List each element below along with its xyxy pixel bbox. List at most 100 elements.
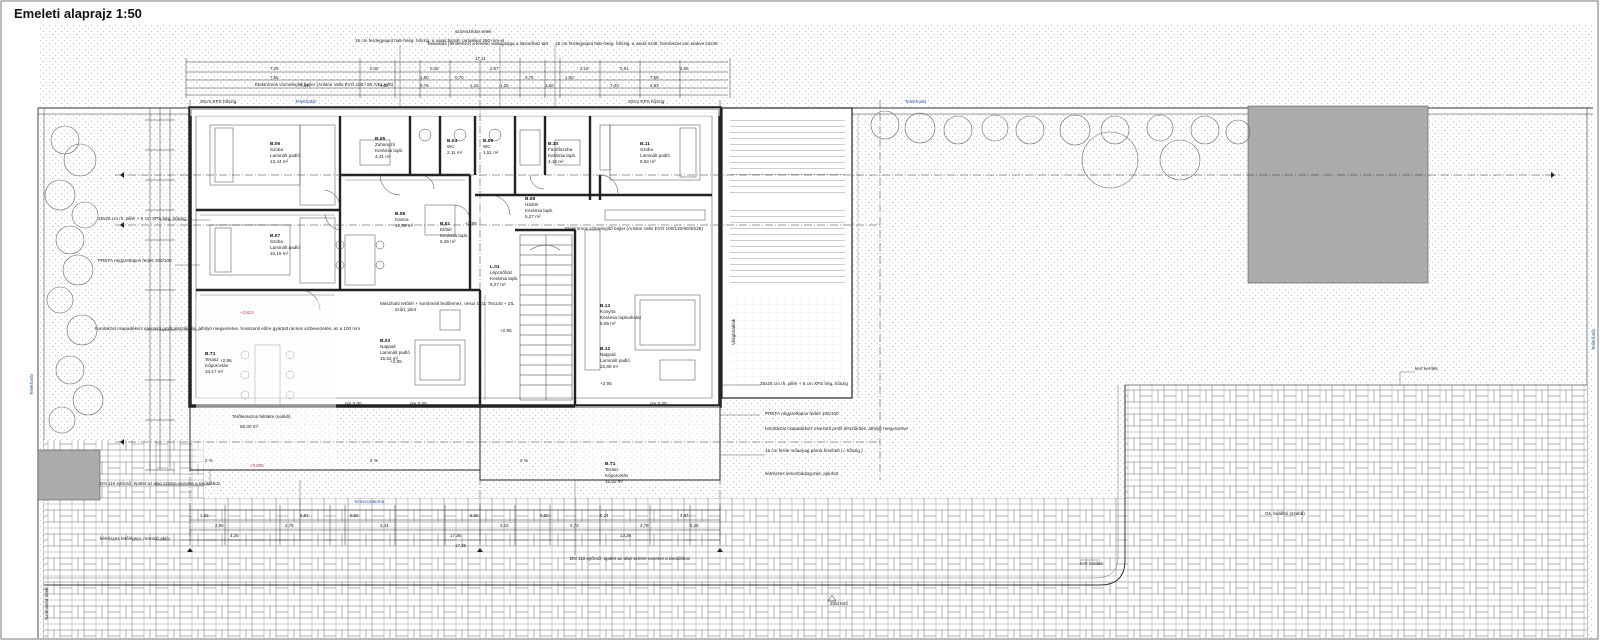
svg-text:Laminált padló: Laminált padló [270,153,300,158]
svg-text:5,24: 5,24 [600,513,609,518]
svg-text:Szoba: Szoba [270,239,283,244]
svg-text:Laminált padló: Laminált padló [640,153,670,158]
svg-text:Laminált padló: Laminált padló [270,245,300,250]
level-4: +2,95 [465,221,477,226]
svg-text:4,44: 4,44 [380,523,389,528]
svg-text:7,55: 7,55 [270,75,279,80]
svg-text:10,15 m²: 10,15 m² [270,251,289,256]
dimension-chains-bottom [189,505,721,545]
level-5: +2,95 [220,358,232,363]
svg-text:B.11: B.11 [640,141,650,147]
border-top-label: Telekhatár [295,99,317,104]
svg-text:4,87: 4,87 [680,513,689,518]
svg-text:B.03: B.03 [380,338,390,344]
svg-text:7,43: 7,43 [610,83,619,88]
svg-text:2,75: 2,75 [285,523,294,528]
paved-yard [44,384,1587,638]
svg-text:B.08: B.08 [525,196,535,202]
svg-text:4,80: 4,80 [380,83,389,88]
slope-1: 2 % [205,458,213,463]
svg-text:2,11 m²: 2,11 m² [447,150,463,155]
eps-top2: 20cm EPS hőszig. [628,99,666,104]
svg-text:Nappali: Nappali [600,352,616,357]
svg-text:0,61: 0,61 [620,66,629,71]
svg-text:4,73: 4,73 [570,523,579,528]
svg-text:Lépcsőház: Lépcsőház [490,270,513,275]
svg-text:0,75: 0,75 [525,75,534,80]
roof-terrace-label: Tetőteraszos felülete (valódi) [232,414,291,419]
leader-lines [155,45,1415,561]
svg-text:WC: WC [483,144,491,149]
svg-text:Terasz: Terasz [205,357,219,362]
note-bot3: DN 110 ejtőcső, épület az alsó szintre v… [570,556,691,561]
svg-text:1,60: 1,60 [545,83,554,88]
svg-text:13,26: 13,26 [620,533,632,538]
svg-text:B.13: B.13 [600,303,610,309]
dimension-chains-left [145,108,175,471]
neighbor-building [1247,105,1429,284]
note-right3: homlokzat csapadékvíz elvezető profil té… [765,426,908,431]
svg-text:Kerámia lapb.: Kerámia lapb. [440,233,468,238]
svg-text:3,78: 3,78 [640,523,649,528]
note-left1: 25x25 cm rh. pillér + 5 cm XPS hég. hősz… [98,216,186,221]
svg-text:23,89 m²: 23,89 m² [600,364,619,369]
note-left3: homlokzat csapadékvíz elvezető profil té… [95,326,360,331]
svg-text:4,41 m²: 4,41 m² [375,154,391,159]
note-bot1: DN 110 ejtőcső, épület az alsó szintre v… [100,481,221,486]
dim-bottom-total: 17,36 [455,543,467,548]
svg-text:Kerámia lapb.: Kerámia lapb. [548,153,576,158]
eps-top: 20cm EPS hőszig. [200,99,238,104]
building [188,106,722,486]
svg-text:1,15: 1,15 [470,83,479,88]
note-right5: kétrészes lemezbádogozás, ajánlott [765,471,839,476]
svg-text:7,43: 7,43 [300,83,309,88]
trees [44,110,1251,434]
wall-label: kert kerítés [1415,366,1438,371]
svg-text:Előtér: Előtér [440,227,452,232]
border-right-label: Telekhatár [1591,328,1596,350]
svg-text:8,27 m²: 8,27 m² [490,282,506,287]
staircase [519,234,573,401]
vertical-labels: Telekhatár Telekhatár Világítóablak Szom… [29,318,1596,620]
svg-text:1,51 m²: 1,51 m² [483,150,499,155]
svg-text:Nappali: Nappali [380,344,396,349]
dimension-chains-top [185,58,731,98]
svg-text:5,27 m²: 5,27 m² [525,214,541,219]
neighbor-stub [37,449,101,501]
grid-axes [115,100,1560,540]
svg-text:8,62 m²: 8,62 m² [640,159,656,164]
svg-text:Kőporcelán: Kőporcelán [605,473,629,478]
sheet-title: Emeleti alaprajz 1:50 [14,6,142,21]
green-roof-label: Zöld tető [830,601,848,606]
svg-text:Laminált padló: Laminált padló [600,358,630,363]
svg-text:4,16 m²: 4,16 m² [548,159,564,164]
boiler-top: Elektromos vízmelegítő bojler (Ariston V… [255,82,394,87]
note-bot2: kétrészes tetőlégsor, maradó aktív [100,536,171,541]
svg-text:B.T1: B.T1 [605,461,616,467]
svg-text:2,95: 2,95 [215,523,224,528]
note-right1: 25x25 cm rh. pillér + 5 cm XPS hég. hősz… [760,381,848,386]
svg-text:0,50: 0,50 [540,513,549,518]
svg-text:4,83: 4,83 [650,83,659,88]
svg-text:Kamra: Kamra [395,217,409,222]
green-roof [721,107,859,399]
svg-text:10,59 m²: 10,59 m² [395,223,414,228]
svg-text:1,15: 1,15 [500,83,509,88]
axis-markers [120,172,1555,602]
svg-text:34,17 m²: 34,17 m² [205,369,224,374]
svg-text:L.01: L.01 [490,264,500,270]
svg-text:Kerámia lapb.: Kerámia lapb. [490,276,518,281]
